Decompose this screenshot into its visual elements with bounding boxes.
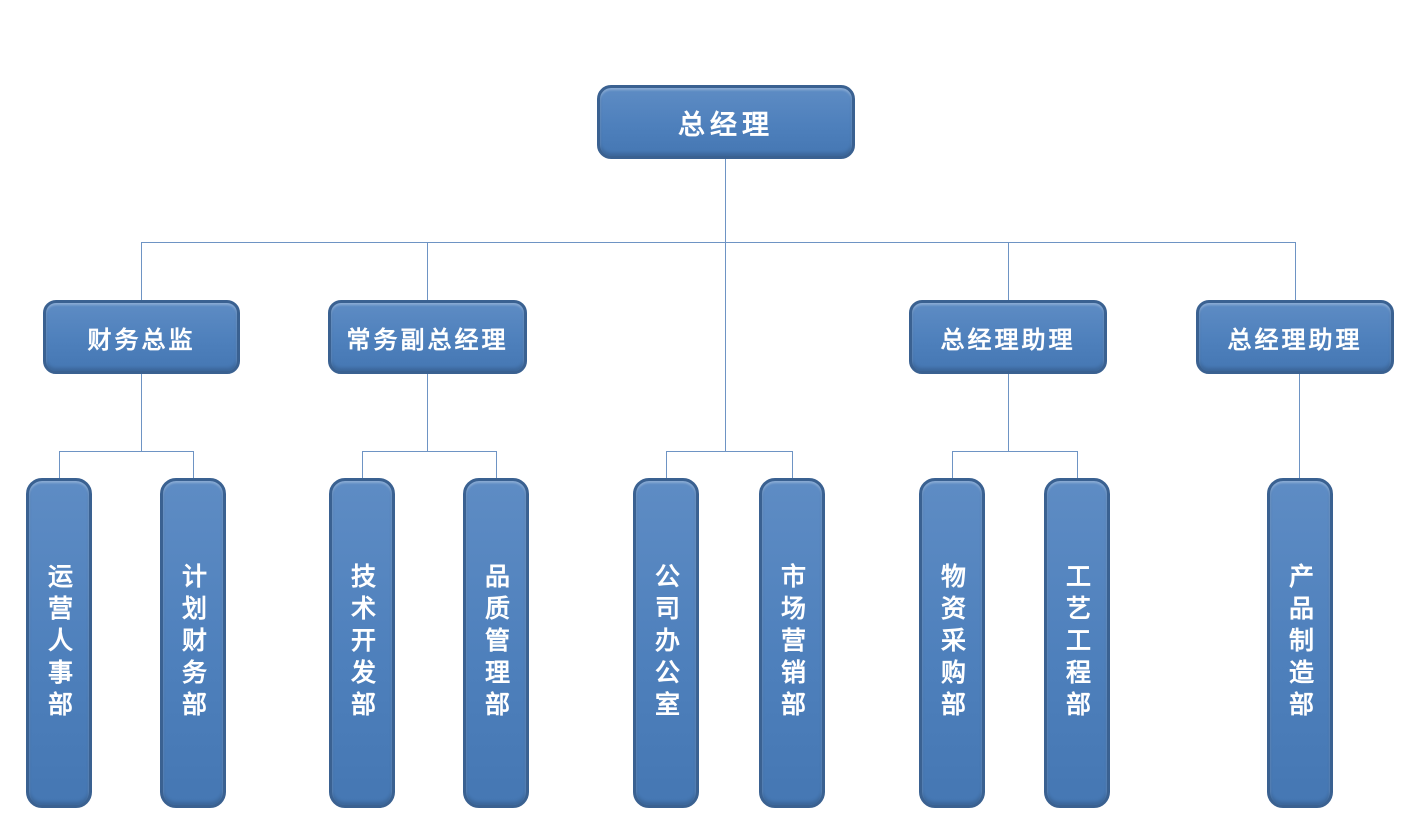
- connector-line: [666, 451, 667, 478]
- node-dept-marketing: 市场营销部: [759, 478, 825, 808]
- connector-line: [1077, 451, 1078, 478]
- node-label: 总经理助理: [940, 325, 1076, 354]
- connector-line: [59, 451, 193, 452]
- node-label: 市场营销部: [777, 563, 807, 723]
- connector-line: [1008, 374, 1009, 451]
- connector-line: [362, 451, 363, 478]
- connector-line: [59, 451, 60, 478]
- connector-line: [141, 374, 142, 451]
- node-label: 品质管理部: [481, 563, 511, 723]
- node-dept-procurement: 物资采购部: [919, 478, 985, 808]
- connector-line: [427, 242, 428, 300]
- node-label: 技术开发部: [347, 563, 377, 723]
- node-general-manager: 总经理: [597, 85, 855, 159]
- connector-line: [1299, 374, 1300, 478]
- connector-line: [952, 451, 953, 478]
- connector-line: [362, 451, 496, 452]
- node-label: 计划财务部: [178, 563, 208, 723]
- connector-line: [141, 242, 142, 300]
- connector-line: [1008, 242, 1009, 300]
- node-dept-operations-hr: 运营人事部: [26, 478, 92, 808]
- node-gm-assistant-2: 总经理助理: [1196, 300, 1394, 374]
- node-label: 运营人事部: [44, 563, 74, 723]
- connector-line: [193, 451, 194, 478]
- node-label: 物资采购部: [937, 563, 967, 723]
- node-label: 常务副总经理: [346, 325, 509, 354]
- node-dept-quality-management: 品质管理部: [463, 478, 529, 808]
- connector-line: [427, 374, 428, 451]
- node-dept-company-office: 公司办公室: [633, 478, 699, 808]
- node-gm-assistant-1: 总经理助理: [909, 300, 1107, 374]
- node-dept-product-manufacturing: 产品制造部: [1267, 478, 1333, 808]
- node-label: 工艺工程部: [1062, 563, 1092, 723]
- node-dept-planning-finance: 计划财务部: [160, 478, 226, 808]
- connector-line: [792, 451, 793, 478]
- connector-line: [1295, 242, 1296, 300]
- connector-line: [952, 451, 1077, 452]
- node-label: 公司办公室: [651, 563, 681, 723]
- node-label: 总经理: [678, 109, 774, 141]
- node-label: 产品制造部: [1285, 563, 1315, 723]
- node-finance-director: 财务总监: [43, 300, 240, 374]
- node-dept-process-engineering: 工艺工程部: [1044, 478, 1110, 808]
- node-label: 总经理助理: [1227, 325, 1363, 354]
- connector-line: [496, 451, 497, 478]
- node-dept-tech-development: 技术开发部: [329, 478, 395, 808]
- connector-line: [725, 242, 726, 451]
- node-deputy-general-manager: 常务副总经理: [328, 300, 527, 374]
- connector-line: [725, 159, 726, 242]
- connector-line: [141, 242, 1296, 243]
- node-label: 财务总监: [87, 325, 196, 354]
- connector-line: [666, 451, 792, 452]
